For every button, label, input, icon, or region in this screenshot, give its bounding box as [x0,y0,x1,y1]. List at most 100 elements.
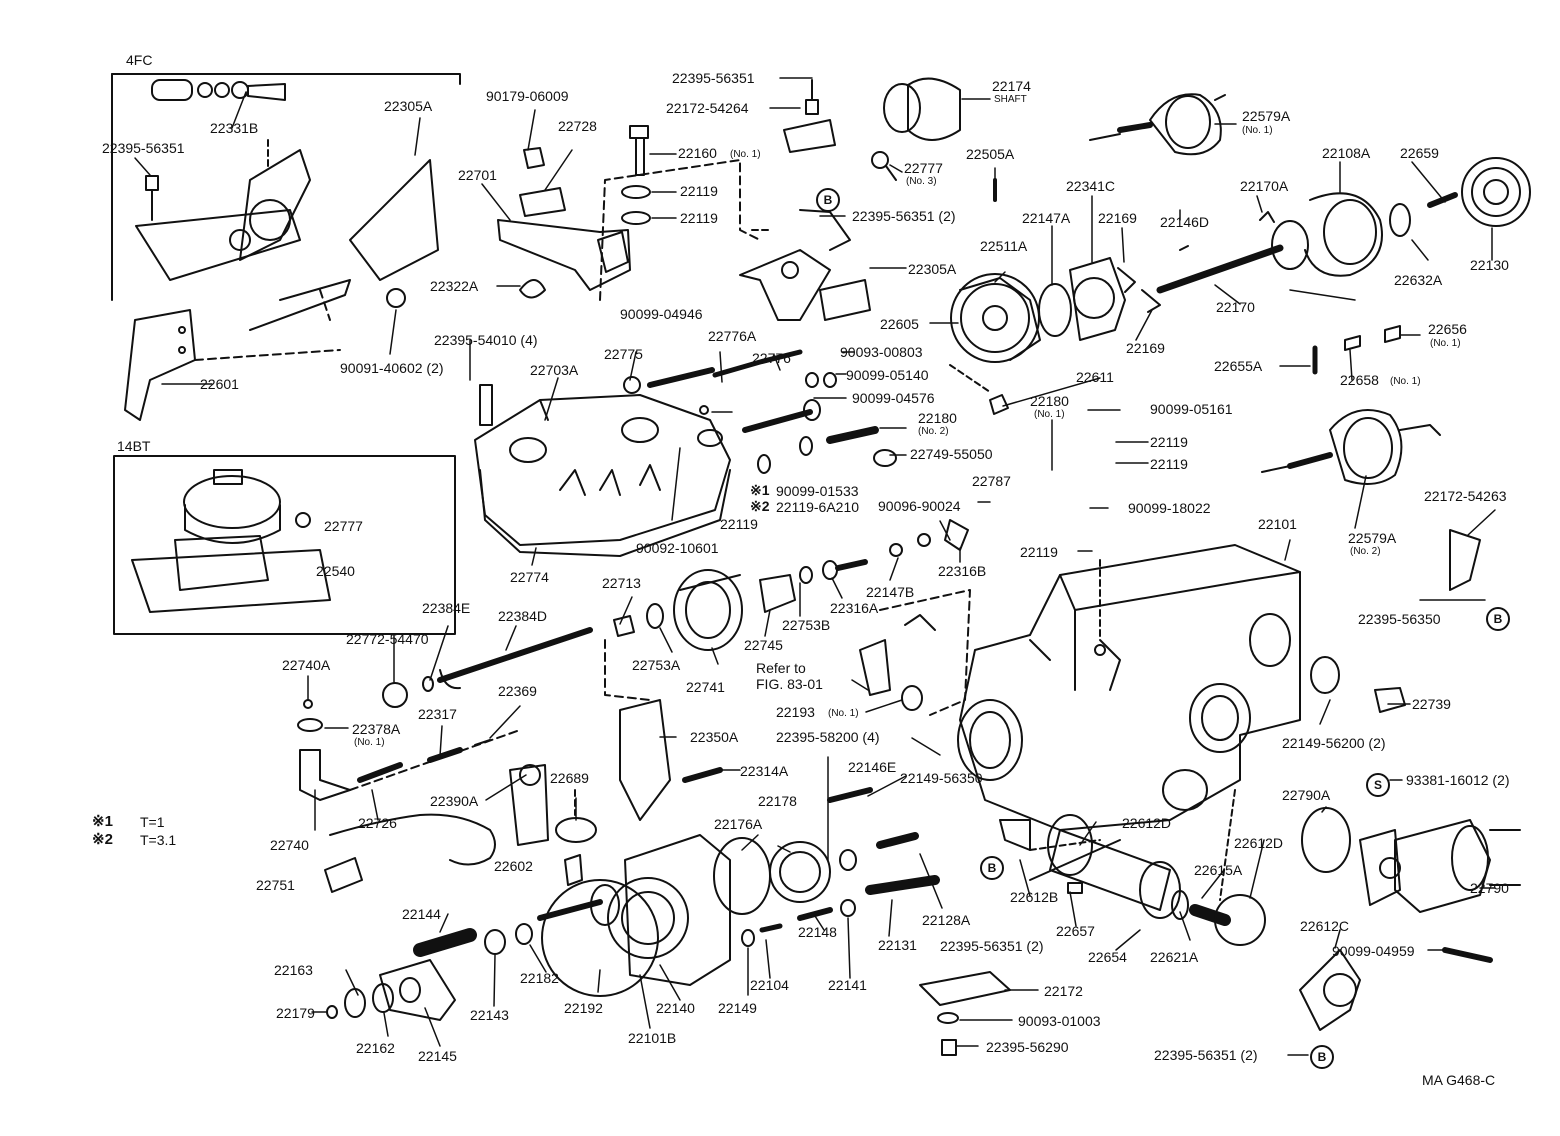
note-mark-2-legend: ※2 [92,831,113,848]
part-label: 22774 [510,569,549,585]
part-label: 22305A [908,261,957,277]
part-label-sub: (No. 1) [730,149,761,160]
part-label-sub: (No. 3) [906,176,937,187]
part-label: 22119 [680,183,718,199]
note-refer-line1: Refer to [756,660,806,676]
part-label: 22119 [720,516,758,532]
part-label: 90099-05140 [846,367,929,383]
part-label: 22101B [628,1030,677,1046]
part-label: 22146E [848,759,897,775]
pump-housing [957,544,1406,831]
part-label: 22144 [402,906,441,922]
callout-b: B [1310,1045,1334,1069]
part-label: 22615A [1194,862,1243,878]
part-label: 22341C [1066,178,1116,194]
part-label: 22753B [782,617,831,633]
part-label: 22657 [1056,923,1095,939]
part-label-sub: (No. 1) [354,737,385,748]
part-label: 22654 [1088,949,1127,965]
part-label: 22395-56351 [672,70,755,86]
part-label: 22777 [324,518,363,534]
part-label: 22621A [1150,949,1199,965]
part-label: 22776 [752,350,791,366]
part-label: 22395-56351 (2) [940,938,1044,954]
part-label: 22331B [210,120,259,136]
callout-s: S [1366,773,1390,797]
cam-plate-group [871,77,1161,415]
part-label: 22119-6A210 [776,499,860,515]
part-label: 22612D [1122,815,1172,831]
part-label: 22713 [602,575,641,591]
part-label: 90099-18022 [1128,500,1211,516]
part-label: 90092-10601 [636,540,719,556]
part-label: 22790 [1470,880,1509,896]
part-label: 22180 [918,410,957,426]
part-label: 22790A [1282,787,1331,803]
part-label: 22612C [1300,918,1350,934]
part-label: 22169 [1098,210,1137,226]
part-label: 90093-01003 [1018,1013,1101,1029]
left-middle-parts [297,627,723,893]
part-label: 22322A [430,278,479,294]
part-label: 22149-56350 [900,770,983,786]
part-label: 22395-56350 [1358,611,1441,627]
note-value-1: T=1 [140,814,165,830]
note-mark-1-legend: ※1 [92,813,113,830]
part-label: 22777 [904,160,943,176]
part-label: 90096-90024 [878,498,961,514]
part-label: 22741 [686,679,725,695]
part-label: 22316A [830,600,879,616]
part-label: 22305A [384,98,433,114]
part-label: 22172 [1044,983,1083,999]
part-label: 22505A [966,146,1015,162]
part-label: 22384E [422,600,471,616]
diagram-code: MA G468-C [1422,1072,1496,1088]
14bt-assembly [131,469,331,613]
part-label: 22314A [740,763,789,779]
part-label: 22147A [1022,210,1071,226]
part-label: 22611 [1076,369,1114,385]
part-label: 22163 [274,962,313,978]
part-label: 22378A [352,721,401,737]
part-label: 22147B [866,584,915,600]
part-label: 22739 [1412,696,1451,712]
actuator-no2 [1261,409,1441,485]
part-label: 22740A [282,657,331,673]
part-label: 90093-00803 [840,344,923,360]
part-label-sub: (No. 1) [828,708,859,719]
part-label: 22178 [758,793,797,809]
part-label: 22169 [1126,340,1165,356]
part-label: 22395-54010 (4) [434,332,538,348]
part-label: 22728 [558,118,597,134]
part-label: 22511A [980,238,1028,254]
part-label: 22104 [750,977,789,993]
part-label: 22182 [520,970,559,986]
linkage-assembly [124,79,439,421]
part-label: 22701 [458,167,497,183]
part-label: 22179 [276,1005,315,1021]
part-label: 22160 [678,145,717,161]
part-label: 22174 [992,78,1031,94]
part-label: 22775 [604,346,643,362]
part-label: 22350A [690,729,739,745]
part-label: 22140 [656,1000,695,1016]
part-label: 22316B [938,563,987,579]
solenoid-valve [1301,807,1521,913]
part-label: 93381-16012 (2) [1406,772,1510,788]
part-label: 22149 [718,1000,757,1016]
callout-b: B [816,188,840,212]
part-label: 22753A [632,657,681,673]
adjusting-screws [623,349,897,474]
part-label: 22395-56351 [102,140,185,156]
part-label: 22145 [418,1048,457,1064]
part-label: 22192 [564,1000,603,1016]
part-label-sub: (No. 1) [1430,338,1461,349]
part-label: 22172-54263 [1424,488,1507,504]
group-label-4fc: 4FC [126,52,153,68]
center-top-parts [497,79,871,321]
part-label: 90099-04576 [852,390,935,406]
part-label: 22130 [1470,257,1509,273]
part-label: 22395-58200 (4) [776,729,880,745]
part-label: 22369 [498,683,537,699]
